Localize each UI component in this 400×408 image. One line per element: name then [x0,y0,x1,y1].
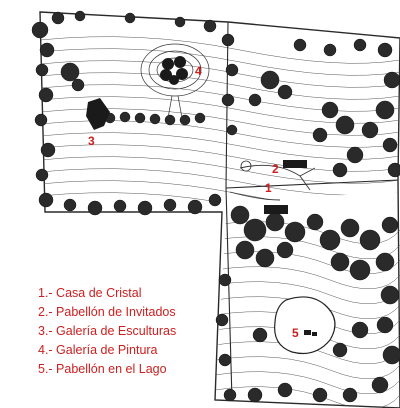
paths [229,164,316,201]
glass-house-building [264,205,288,214]
legend-item-casa-de-cristal: 1.- Casa de Cristal [38,286,142,300]
marker-number-4: 4 [195,64,202,78]
marker-number-1: 1 [265,181,272,195]
legend-item-pabellon-en-el-lago: 5.- Pabellón en el Lago [38,362,167,376]
map-legend: 1.- Casa de Cristal 2.- Pabellón de Invi… [38,284,176,379]
marker-number-5: 5 [292,326,299,340]
legend-item-pabellon-de-invitados: 2.- Pabellón de Invitados [38,305,176,319]
legend-item-galeria-de-esculturas: 3.- Galería de Esculturas [38,324,177,338]
marker-number-3: 3 [88,134,95,148]
painting-gallery-building [160,56,188,85]
legend-item-galeria-de-pintura: 4.- Galería de Pintura [38,343,158,357]
lake [274,296,336,355]
painting-gallery-mound [140,43,210,119]
marker-number-2: 2 [272,162,279,176]
sculpture-gallery-building [86,98,110,130]
guest-pavilion-building [283,160,307,168]
trees [31,10,400,403]
guest-pavilion-circle [240,160,252,172]
lake-pavilion-building [304,330,317,336]
